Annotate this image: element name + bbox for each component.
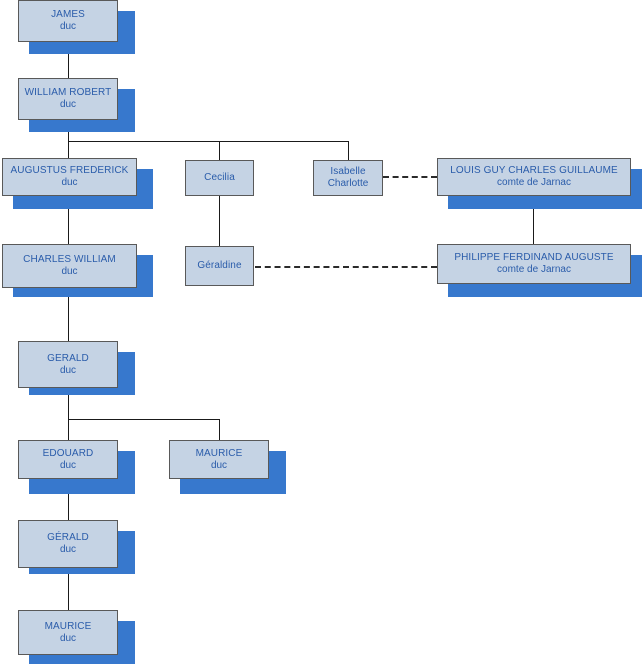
person-node-gerald-accented[interactable]: GÉRALD duc: [18, 520, 118, 568]
person-name: JAMES: [51, 9, 85, 21]
person-name: Cecilia: [204, 172, 235, 184]
person-node-cecilia[interactable]: Cecilia: [185, 160, 254, 196]
person-title: comte de Jarnac: [497, 264, 571, 275]
person-node-gerald[interactable]: GERALD duc: [18, 341, 118, 388]
connector-james-to-william: [68, 42, 69, 78]
person-name: GERALD: [47, 352, 89, 364]
connector-gerald2-to-maurice2: [68, 568, 69, 610]
person-node-william-robert[interactable]: WILLIAM ROBERT duc: [18, 78, 118, 120]
person-title: duc: [59, 632, 77, 644]
person-title: duc: [210, 459, 228, 471]
person-title: duc: [59, 459, 77, 471]
person-title: duc: [59, 21, 77, 32]
person-name: LOUIS GUY CHARLES GUILLAUME: [450, 165, 618, 177]
person-title: duc: [59, 364, 77, 376]
person-node-isabelle-charlotte[interactable]: Isabelle Charlotte: [313, 160, 383, 196]
connector-bus-to-isabelle: [348, 141, 349, 160]
person-title: duc: [59, 99, 77, 110]
connector-bus-to-maurice: [219, 419, 220, 440]
person-node-charles-william[interactable]: CHARLES WILLIAM duc: [2, 244, 137, 288]
connector-charles-to-gerald: [68, 288, 69, 341]
connector-cecilia-to-geraldine: [219, 196, 220, 246]
person-name: WILLIAM ROBERT: [24, 87, 112, 99]
person-node-edouard[interactable]: EDOUARD duc: [18, 440, 118, 479]
marriage-link-geraldine-philippe: [255, 266, 437, 268]
person-name: MAURICE: [44, 620, 92, 632]
person-title: comte de Jarnac: [497, 177, 571, 188]
person-name: AUGUSTUS FREDERICK: [10, 165, 129, 177]
person-name: Géraldine: [197, 260, 242, 272]
connector-louis-to-philippe: [533, 196, 534, 246]
connector-augustus-to-charles: [68, 196, 69, 244]
person-name: PHILIPPE FERDINAND AUGUSTE: [454, 252, 614, 264]
marriage-link-isabelle-louis: [383, 176, 437, 178]
connector-bus-to-edouard: [68, 419, 69, 440]
person-name: EDOUARD: [42, 447, 94, 459]
person-title: duc: [59, 544, 77, 555]
person-node-geraldine[interactable]: Géraldine: [185, 246, 254, 286]
person-name: CHARLES WILLIAM: [23, 254, 116, 266]
person-node-maurice-sibling[interactable]: MAURICE duc: [169, 440, 269, 479]
connector-bus-to-augustus: [68, 141, 69, 158]
person-node-james[interactable]: JAMES duc: [18, 0, 118, 42]
person-title: duc: [61, 266, 78, 277]
person-name: MAURICE: [195, 447, 243, 459]
connector-edouard-to-gerald2: [68, 479, 69, 520]
connector-william-bus: [68, 141, 349, 142]
person-title: Charlotte: [327, 178, 369, 189]
connector-gerald-bus: [68, 419, 220, 420]
person-title: duc: [61, 177, 78, 188]
person-node-maurice-last[interactable]: MAURICE duc: [18, 610, 118, 655]
person-node-louis-guy-charles-guillaume[interactable]: LOUIS GUY CHARLES GUILLAUME comte de Jar…: [437, 158, 631, 196]
connector-gerald-drop: [68, 388, 69, 419]
person-node-philippe-ferdinand-auguste[interactable]: PHILIPPE FERDINAND AUGUSTE comte de Jarn…: [437, 244, 631, 284]
person-name: GÉRALD: [47, 532, 89, 544]
connector-bus-to-cecilia: [219, 141, 220, 160]
person-name: Isabelle: [330, 166, 366, 178]
person-node-augustus-frederick[interactable]: AUGUSTUS FREDERICK duc: [2, 158, 137, 196]
